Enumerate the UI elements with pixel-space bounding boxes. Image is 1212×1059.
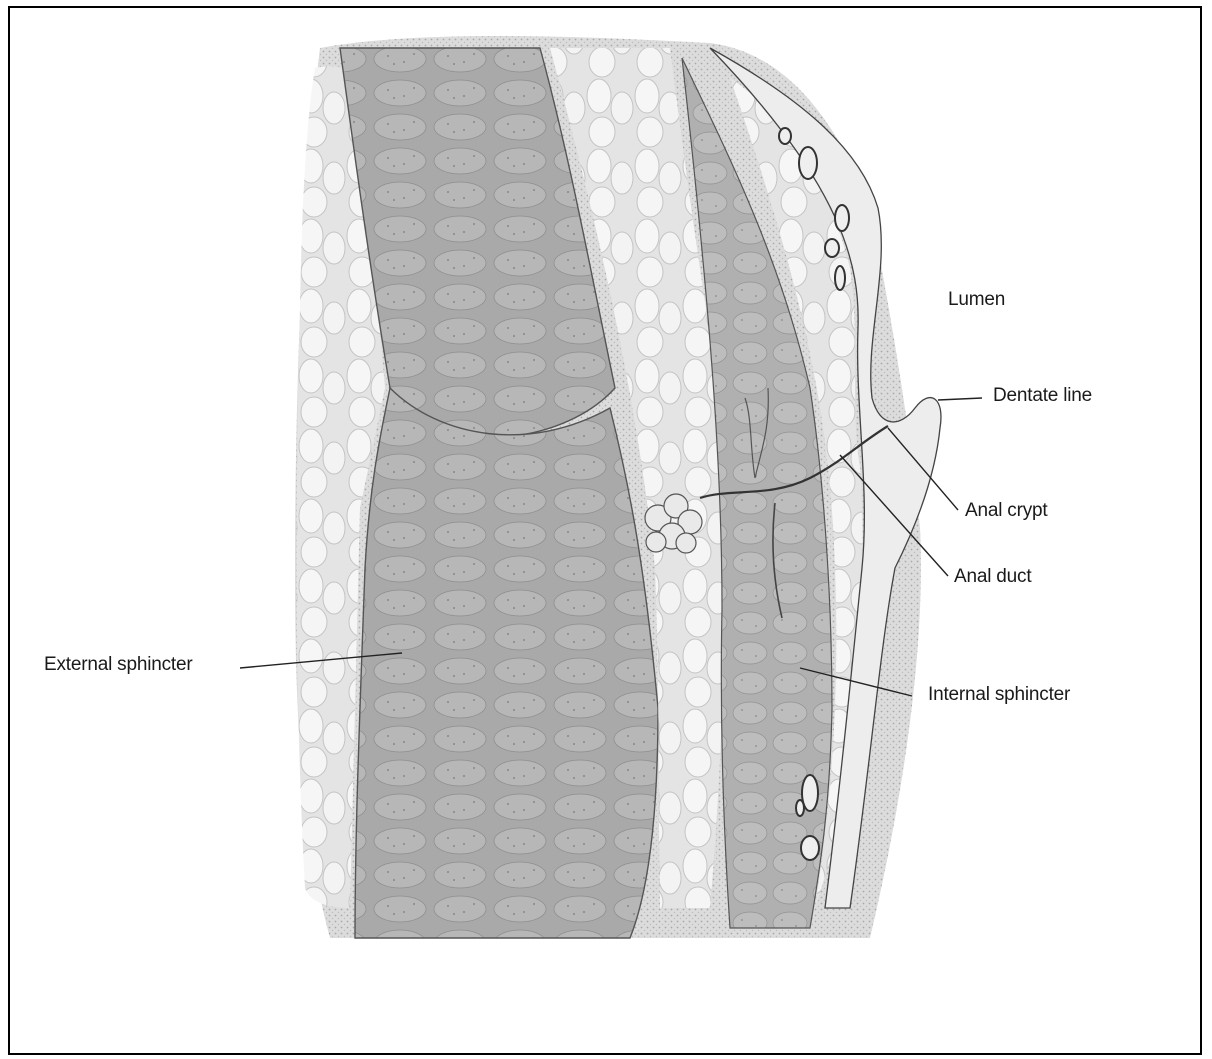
figure-frame: Lumen Dentate line Anal crypt Anal duct … [8,6,1202,1055]
label-anal-duct: Anal duct [954,566,1031,588]
label-dentate-line: Dentate line [993,385,1092,407]
external-sphincter-lower [355,388,658,938]
label-external-sphincter: External sphincter [44,654,192,676]
label-internal-sphincter: Internal sphincter [928,684,1070,706]
anal-canal-cross-section-illustration [10,8,1200,1053]
leader-dentate-line [938,398,982,400]
label-anal-crypt: Anal crypt [965,500,1047,522]
label-lumen: Lumen [948,289,1005,311]
